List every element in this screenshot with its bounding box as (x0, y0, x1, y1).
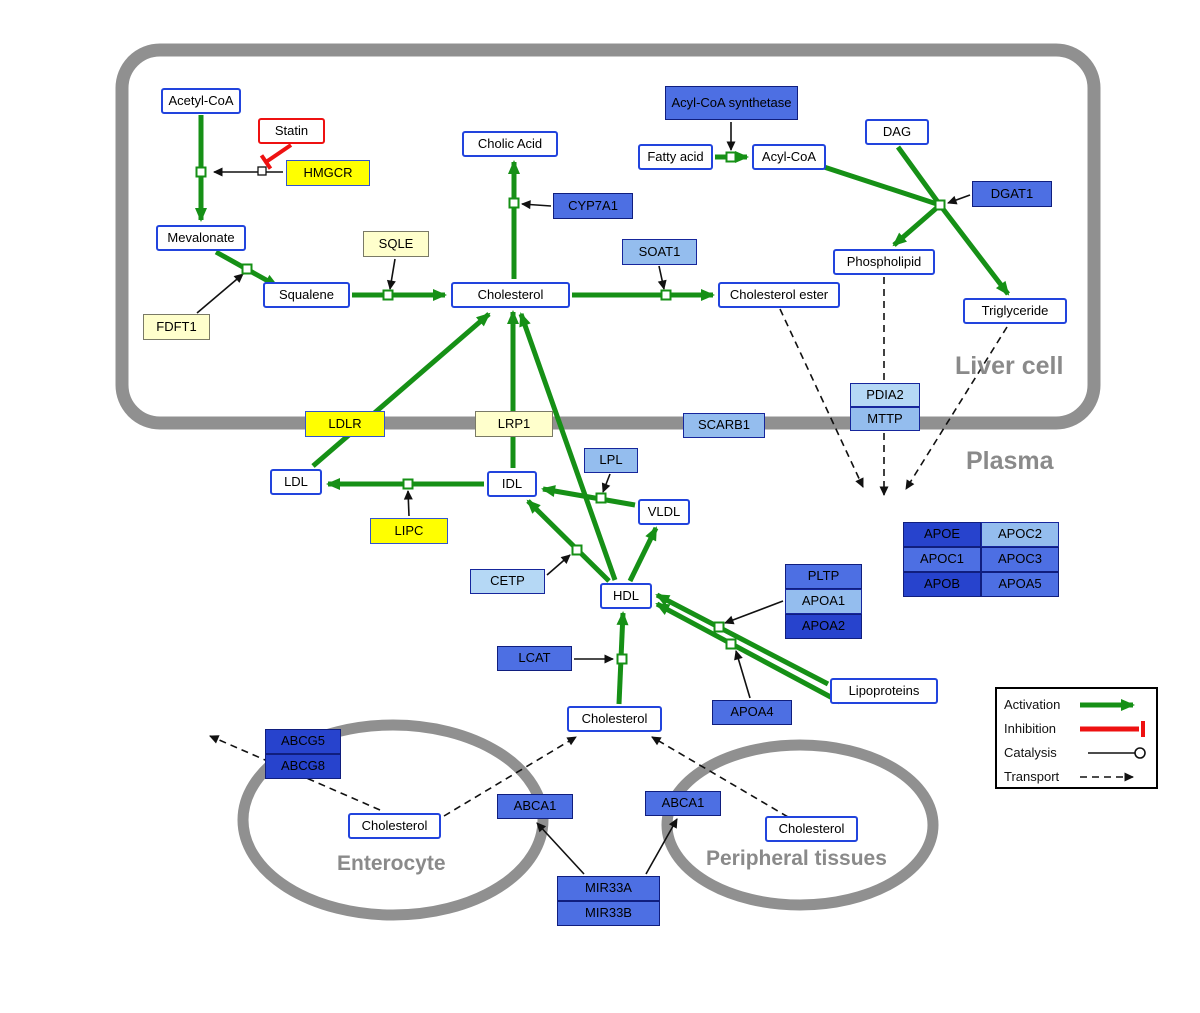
node-apob[interactable]: APOB (903, 572, 981, 597)
node-acyl-coa[interactable]: Acyl-CoA (752, 144, 826, 170)
label-liver-cell: Liver cell (955, 352, 1064, 380)
node-lipc[interactable]: LIPC (370, 518, 448, 544)
node-abcg8[interactable]: ABCG8 (265, 754, 341, 779)
node-cyp7a1[interactable]: CYP7A1 (553, 193, 633, 219)
transport-cholesterolester-lipoproteins (779, 308, 864, 488)
transport-edges (209, 277, 1008, 818)
node-cholesterol-peripheral[interactable]: Cholesterol (765, 816, 858, 842)
node-mir33b[interactable]: MIR33B (557, 901, 660, 926)
node-abcg5[interactable]: ABCG5 (265, 729, 341, 754)
node-vldl[interactable]: VLDL (638, 499, 690, 525)
catalysis-anchor-square (257, 166, 267, 176)
node-abca1-right[interactable]: ABCA1 (645, 791, 721, 816)
node-cholic-acid[interactable]: Cholic Acid (462, 131, 558, 157)
catalysis-lpl (601, 473, 611, 493)
catalysis-soat1 (657, 265, 667, 290)
node-apoc3[interactable]: APOC3 (981, 547, 1059, 572)
peripheral-tissues-membrane (661, 739, 939, 911)
transport-triglyceride-lipoproteins (905, 326, 1008, 490)
catalysis-fdft1 (196, 273, 244, 314)
transport-enterocyte-cholesterol-out (443, 736, 577, 817)
legend-label-catalysis: Catalysis (1004, 745, 1057, 760)
node-fatty-acid[interactable]: Fatty acid (638, 144, 713, 170)
node-acetyl-coa[interactable]: Acetyl-CoA (161, 88, 241, 114)
legend (995, 687, 1158, 789)
node-apoc1[interactable]: APOC1 (903, 547, 981, 572)
catalysis-cyp7a1 (521, 200, 552, 210)
catalysis-edges (196, 122, 971, 875)
node-acyl-coa-synthetase[interactable]: Acyl-CoA synthetase (665, 86, 798, 120)
edge-lipoproteins-hdl-lower (655, 601, 842, 705)
statin-inhibition-line (264, 143, 293, 164)
catalysis-apoa1 (724, 600, 784, 625)
legend-label-transport: Transport (1004, 769, 1060, 784)
node-sqle[interactable]: SQLE (363, 231, 429, 257)
edge-ldl-cholesterol-via-ldlr (311, 312, 491, 468)
node-lrp1[interactable]: LRP1 (475, 411, 553, 437)
node-cholesterol-center[interactable]: Cholesterol (567, 706, 662, 732)
node-squalene[interactable]: Squalene (263, 282, 350, 308)
label-plasma: Plasma (966, 447, 1054, 475)
regulation-mir33-abca1-right (645, 818, 678, 875)
node-mttp[interactable]: MTTP (850, 407, 920, 431)
node-mir33a[interactable]: MIR33A (557, 876, 660, 901)
catalysis-apoa4 (734, 650, 751, 699)
node-apoa2[interactable]: APOA2 (785, 614, 862, 639)
catalysis-lipc (403, 490, 413, 517)
node-scarb1[interactable]: SCARB1 (683, 413, 765, 438)
membranes (115, 43, 1101, 921)
node-apoa5[interactable]: APOA5 (981, 572, 1059, 597)
node-statin[interactable]: Statin (258, 118, 325, 144)
statin-inhibition-tbar (259, 154, 273, 170)
node-triglyceride[interactable]: Triglyceride (963, 298, 1067, 324)
transport-peripheral-cholesterol-out (651, 736, 789, 818)
node-pdia2[interactable]: PDIA2 (850, 383, 920, 407)
edge-hdl-vldl (627, 526, 659, 583)
node-cholesterol-enterocyte[interactable]: Cholesterol (348, 813, 441, 839)
node-lpl[interactable]: LPL (584, 448, 638, 473)
node-ldl[interactable]: LDL (270, 469, 322, 495)
transport-cholesterol-abcg5g8-export (209, 735, 381, 811)
liver-cell-membrane (115, 43, 1101, 430)
catalysis-sqle (386, 258, 396, 290)
node-cholesterol-ester[interactable]: Cholesterol ester (718, 282, 840, 308)
label-enterocyte: Enterocyte (337, 852, 446, 875)
node-phospholipid[interactable]: Phospholipid (833, 249, 935, 275)
node-apoe[interactable]: APOE (903, 522, 981, 547)
catalysis-dgat1 (947, 194, 971, 205)
regulation-mir33-abca1-left (536, 822, 585, 875)
node-apoa1[interactable]: APOA1 (785, 589, 862, 614)
edge-vldl-idl (541, 485, 636, 508)
edge-hdl-cholesterol-liver (518, 312, 618, 581)
node-pltp[interactable]: PLTP (785, 564, 862, 589)
node-hmgcr[interactable]: HMGCR (286, 160, 370, 186)
reaction-squares (195, 151, 946, 665)
edge-lipoproteins-hdl-upper (655, 592, 830, 687)
legend-catalysis-circle (1134, 747, 1146, 759)
legend-label-inhibition: Inhibition (1004, 721, 1057, 736)
node-abca1-left[interactable]: ABCA1 (497, 794, 573, 819)
node-apoa4[interactable]: APOA4 (712, 700, 792, 725)
legend-symbols (1080, 699, 1146, 782)
legend-label-activation: Activation (1004, 697, 1061, 712)
node-ldlr[interactable]: LDLR (305, 411, 385, 437)
node-soat1[interactable]: SOAT1 (622, 239, 697, 265)
node-cholesterol-liver[interactable]: Cholesterol (451, 282, 570, 308)
node-dag[interactable]: DAG (865, 119, 929, 145)
node-lipoproteins[interactable]: Lipoproteins (830, 678, 938, 704)
node-apoc2[interactable]: APOC2 (981, 522, 1059, 547)
node-cetp[interactable]: CETP (470, 569, 545, 594)
node-hdl[interactable]: HDL (600, 583, 652, 609)
node-fdft1[interactable]: FDFT1 (143, 314, 210, 340)
label-peripheral-tissues: Peripheral tissues (706, 847, 887, 870)
node-mevalonate[interactable]: Mevalonate (156, 225, 246, 251)
edge-hdl-idl (526, 499, 611, 583)
enterocyte-membrane (237, 719, 549, 921)
node-idl[interactable]: IDL (487, 471, 537, 497)
node-lcat[interactable]: LCAT (497, 646, 572, 671)
inhibition-edge-statin (259, 143, 293, 170)
node-dgat1[interactable]: DGAT1 (972, 181, 1052, 207)
catalysis-cetp (546, 554, 571, 576)
